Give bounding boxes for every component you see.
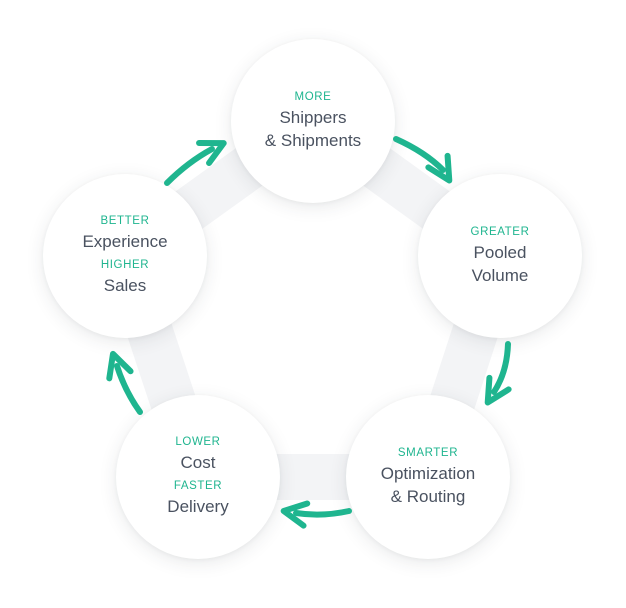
- node-label: Sales: [103, 276, 147, 295]
- node-label: Shippers: [279, 107, 347, 127]
- node-label: & Routing: [390, 486, 466, 506]
- node-kicker: MORE: [294, 90, 332, 103]
- node-label: Delivery: [167, 497, 229, 516]
- node-label: Pooled: [473, 242, 527, 262]
- node-label: Optimization: [380, 463, 476, 483]
- node-label: Cost: [180, 453, 216, 472]
- node-kicker: LOWER: [175, 436, 221, 448]
- node-label: Volume: [471, 265, 529, 285]
- node-kicker: BETTER: [100, 215, 150, 227]
- node-kicker: HIGHER: [100, 259, 150, 271]
- node-label: Experience: [82, 232, 168, 251]
- node-label: & Shipments: [264, 130, 362, 150]
- node-kicker: FASTER: [173, 480, 223, 492]
- node-kicker: GREATER: [470, 225, 530, 238]
- node-optimization: SMARTER Optimization & Routing: [346, 395, 510, 559]
- node-shippers: MORE Shippers & Shipments: [231, 39, 395, 203]
- node-kicker: SMARTER: [397, 446, 459, 459]
